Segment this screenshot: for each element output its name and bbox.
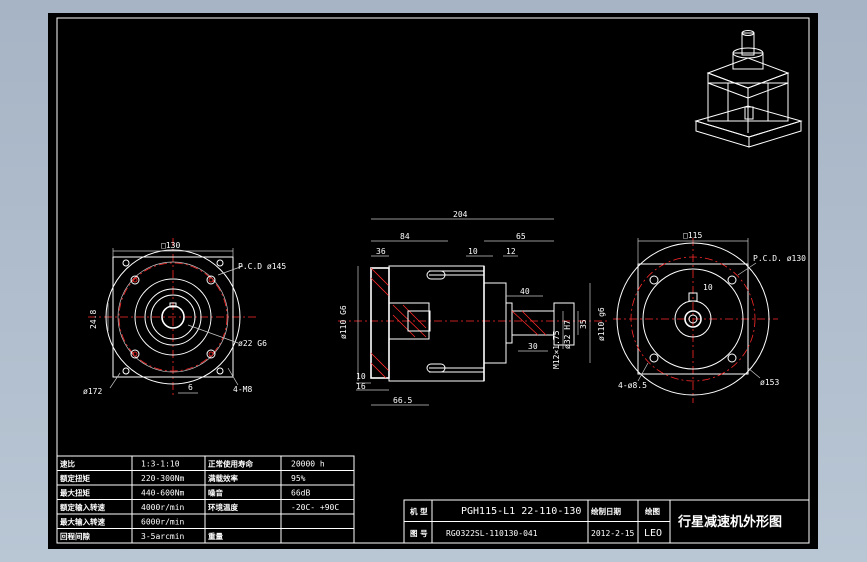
spec-table [56,455,355,544]
rear-outer-label: ø153 [760,378,779,387]
side-dim-16: 16 [356,382,366,391]
spec-cell-v2: 95% [291,474,306,483]
spec-cell-v2: -20C- +90C [291,503,339,512]
rear-slot-label: 10 [703,283,713,292]
front-holes-label: 4-M8 [233,385,252,394]
spec-cell-k2: 满载效率 [208,473,238,483]
tb-date-value: 2012-2-15 [591,529,635,538]
planetary-gearbox-3d-icon [694,30,803,148]
rear-view [613,238,778,403]
side-dim-12: 12 [506,247,516,256]
tb-model-value: PGH115-L1 22-110-130 [461,506,581,517]
tb-label-drawer: 绘图 [645,506,660,516]
side-dim-30: 30 [528,342,538,351]
front-width-label: □130 [161,241,180,250]
tb-drawing-value: RG0322SL-110130-041 [446,529,538,538]
side-dim-84: 84 [400,232,410,241]
side-view [338,218,608,406]
spec-cell-k2: 正常使用寿命 [208,459,253,469]
title-block [403,499,810,544]
side-dia-left: ø110 G6 [339,305,348,339]
spec-cell-k1: 最大输入转速 [60,517,105,527]
side-dim-65: 65 [516,232,526,241]
side-dia-32: ø32 H7 [563,320,572,349]
side-dim-66-5: 66.5 [393,396,412,405]
front-keyway-label: 24.8 [89,310,98,329]
rear-pcd-label: P.C.D. ø130 [753,254,806,263]
tb-title: 行星减速机外形图 [677,514,782,530]
front-shaft-label: ø22 G6 [238,339,267,348]
rear-holes-label: 4-ø8.5 [618,381,647,390]
tb-drawer-value: LEO [644,528,662,539]
spec-cell-k1: 最大扭矩 [60,488,90,498]
spec-cell-v1: 4000r/min [141,503,185,512]
spec-cell-k1: 速比 [60,459,75,469]
tb-label-date: 绘制日期 [591,506,621,516]
front-view [88,238,258,398]
cad-drawing: □130 P.C.D ø145 ø22 G6 24.8 ø172 6 4-M8 [56,17,810,544]
side-depth-label: M12×1.75 [552,330,561,369]
side-dim-10b: 10 [356,372,366,381]
spec-cell-v2: 66dB [291,489,310,498]
spec-cell-k1: 额定扭矩 [60,473,90,483]
spec-cell-k1: 回程间隙 [60,531,90,541]
side-dim-10: 10 [468,247,478,256]
spec-cell-k2: 重量 [208,531,223,541]
side-total-length: 204 [453,210,468,219]
spec-cell-v1: 3-5arcmin [141,532,185,541]
side-dim-35: 35 [579,319,588,329]
side-dia-right: ø110 g6 [597,307,606,341]
spec-cell-v1: 1:3-1:10 [141,460,180,469]
front-pcd-label: P.C.D ø145 [238,262,286,271]
spec-cell-v1: 220-300Nm [141,474,185,483]
side-dim-36: 36 [376,247,386,256]
front-key-label: 6 [188,383,193,392]
spec-cell-v1: 6000r/min [141,518,185,527]
tb-label-model: 机 型 [410,506,428,516]
spec-cell-k2: 噪音 [208,488,223,498]
rear-width-label: □115 [683,231,702,240]
spec-cell-v2: 20000 h [291,460,325,469]
spec-cell-k2: 环境温度 [208,502,238,512]
drawing-sheet: □130 P.C.D ø145 ø22 G6 24.8 ø172 6 4-M8 [48,13,818,549]
side-dim-40: 40 [520,287,530,296]
spec-cell-k1: 额定输入转速 [60,502,105,512]
front-flange-label: ø172 [83,387,102,396]
tb-label-drawing: 图 号 [410,529,428,538]
spec-cell-v1: 440-600Nm [141,489,185,498]
